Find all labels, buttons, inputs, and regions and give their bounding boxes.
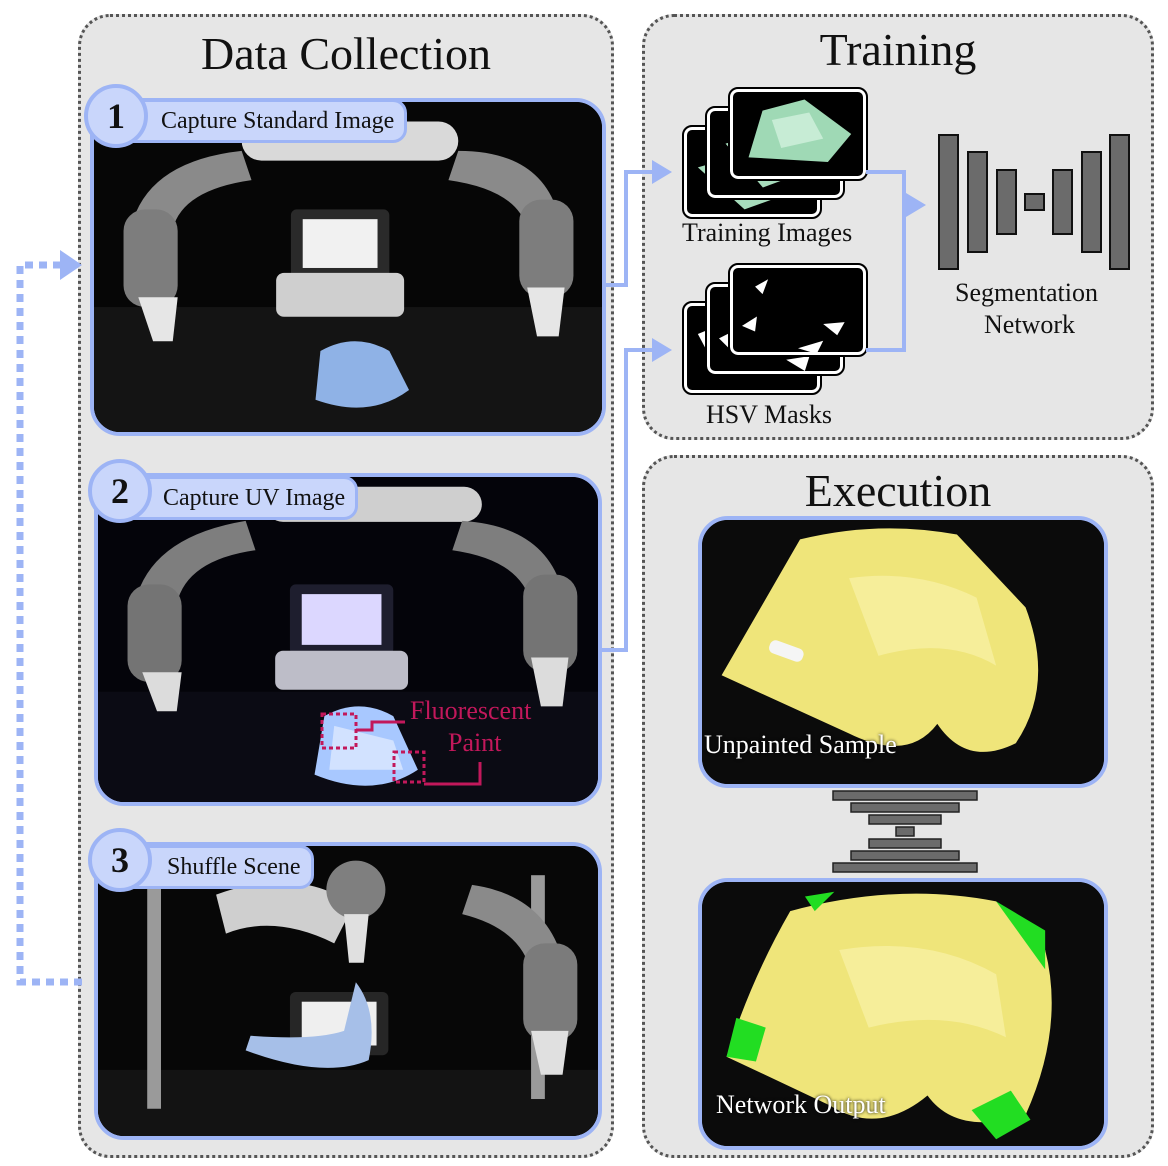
segmentation-network-label-line1: Segmentation <box>955 278 1098 307</box>
step-1-label: Capture Standard Image <box>118 99 408 143</box>
execution-title: Execution <box>804 465 992 516</box>
hsv-mask-card-front <box>728 263 868 357</box>
training-images-label: Training Images <box>682 218 853 247</box>
encoder-decoder-icon <box>938 134 1130 270</box>
fluorescent-paint-label-line1: Fluorescent <box>410 696 532 725</box>
network-output-label: Network Output <box>716 1090 886 1119</box>
hsv-masks-label: HSV Masks <box>706 400 832 429</box>
training-image-card-front <box>728 87 868 181</box>
step-2-badge: 2 <box>88 459 152 523</box>
fluorescent-callout-lines <box>320 712 482 786</box>
segmentation-network-label-line2: Network <box>984 310 1075 339</box>
fluorescent-paint-label-line2: Paint <box>448 728 502 757</box>
data-collection-title: Data Collection <box>201 28 491 79</box>
step-3-label: Shuffle Scene <box>124 845 314 889</box>
standard-image-photo <box>90 98 606 436</box>
unpainted-sample-label: Unpainted Sample <box>704 730 897 759</box>
network-output-photo <box>698 878 1108 1150</box>
training-title: Training <box>819 24 977 75</box>
uv-image-photo <box>94 473 602 806</box>
unpainted-sample-photo <box>698 516 1108 788</box>
shuffle-scene-photo <box>94 842 602 1140</box>
step-3-badge: 3 <box>88 828 152 892</box>
step-1-badge: 1 <box>84 84 148 148</box>
hourglass-network-icon <box>832 790 978 873</box>
step-2-label: Capture UV Image <box>120 476 359 520</box>
